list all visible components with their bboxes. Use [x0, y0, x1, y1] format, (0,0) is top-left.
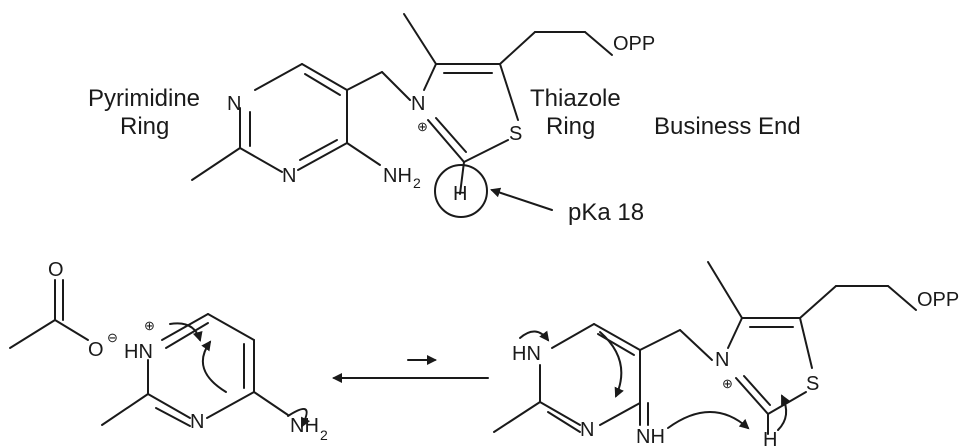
top-thiazole-n: N — [411, 93, 425, 115]
top-pyrimidine-ring — [191, 63, 411, 181]
top-labels: Pyrimidine Ring Thiazole Ring Business E… — [88, 85, 801, 226]
thiazole-label: Thiazole — [530, 85, 621, 112]
br-plus-charge: ⊕ — [722, 376, 733, 391]
pka-pointer-arrow — [490, 187, 553, 211]
acetate: O O ⊖ — [9, 259, 118, 361]
bottom-right-thiazolium: N ⊕ S OPP H — [707, 261, 959, 447]
bottom-left-pyrimidinium: HN ⊕ N NH 2 — [101, 313, 328, 443]
top-atoms: N N NH 2 N ⊕ S OPP H — [227, 33, 655, 218]
top-n3: N — [282, 165, 296, 187]
bottom-right-pyrimidine: HN N NH — [493, 323, 713, 447]
equilibrium-arrows — [332, 355, 489, 383]
acetate-o-minus: O — [88, 339, 104, 361]
top-h: H — [453, 183, 467, 205]
acetate-minus-charge: ⊖ — [107, 330, 118, 345]
bl-n3: N — [190, 411, 204, 433]
bottom-right-curved-arrows — [519, 330, 791, 431]
br-opp: OPP — [917, 289, 959, 311]
pka-label: pKa 18 — [568, 199, 644, 226]
top-nh2: NH — [383, 165, 412, 187]
bl-hn: HN — [124, 341, 153, 363]
acidic-h-circle — [434, 164, 488, 218]
acetate-o-carbonyl: O — [48, 259, 64, 281]
business-end-label: Business End — [654, 113, 801, 140]
top-s: S — [509, 123, 522, 145]
br-nh: NH — [636, 426, 665, 447]
br-h: H — [763, 429, 777, 447]
br-hn: HN — [512, 343, 541, 365]
bl-plus-charge: ⊕ — [144, 318, 155, 333]
top-n1: N — [227, 93, 241, 115]
top-opp: OPP — [613, 33, 655, 55]
top-plus-charge: ⊕ — [417, 119, 428, 134]
br-thiazole-n: N — [715, 349, 729, 371]
pyrimidine-ring-label: Ring — [120, 113, 169, 140]
top-nh2-sub: 2 — [413, 175, 421, 191]
pyrimidine-label: Pyrimidine — [88, 85, 200, 112]
bl-nh2-sub: 2 — [320, 427, 328, 443]
thiazole-ring-label: Ring — [546, 113, 595, 140]
bottom-left-curved-arrows — [169, 322, 311, 428]
br-n3: N — [580, 419, 594, 441]
top-thiazole-ring — [403, 13, 613, 195]
br-s: S — [806, 373, 819, 395]
